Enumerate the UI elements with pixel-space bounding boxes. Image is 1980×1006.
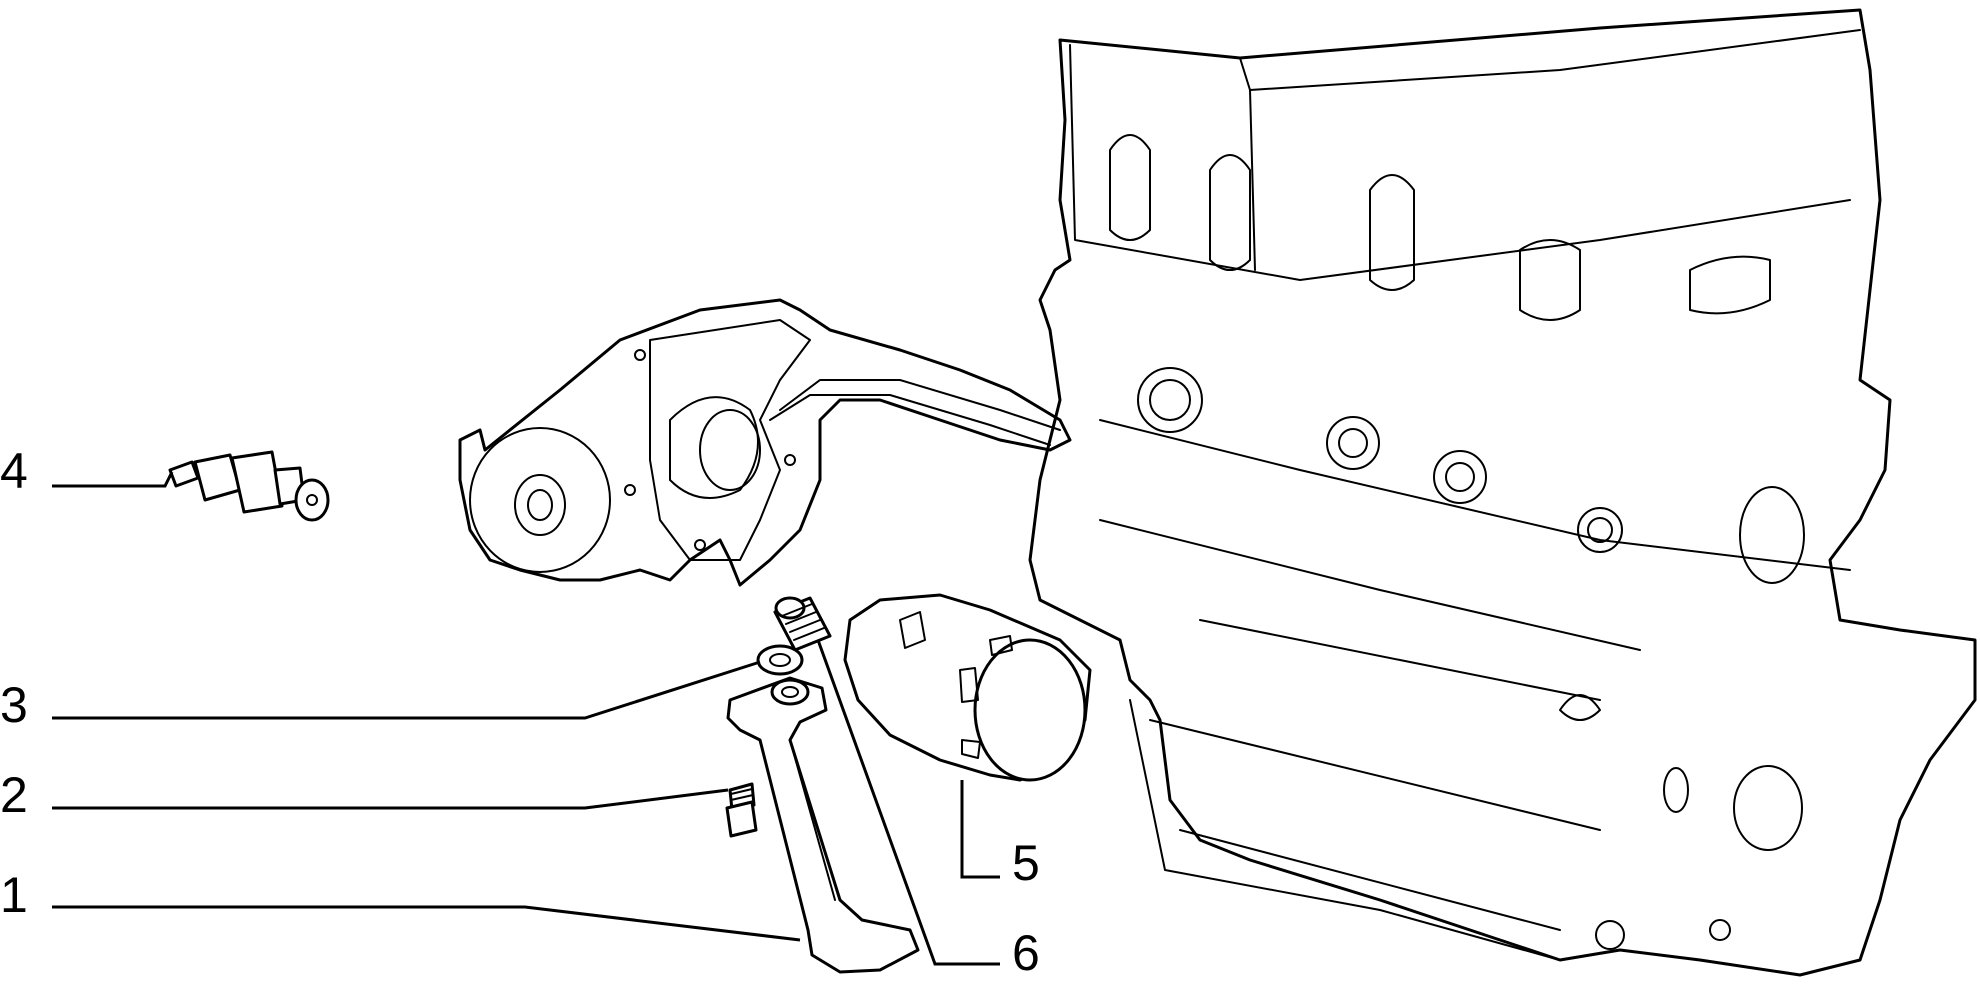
callout-1: 1 <box>0 867 28 923</box>
callout-numbers: 4 3 2 1 5 6 <box>0 443 1040 981</box>
callout-5: 5 <box>1012 835 1040 891</box>
oil-pump-pickup <box>726 676 920 974</box>
screw <box>725 782 758 838</box>
oil-pump-assembly <box>458 298 1072 587</box>
leader-lines <box>52 471 1000 966</box>
leader-line-4 <box>52 471 174 488</box>
callout-6: 6 <box>1012 925 1040 981</box>
leader-line-3 <box>52 660 761 720</box>
washer <box>756 644 804 676</box>
oil-pressure-switch <box>168 450 330 522</box>
engine-block <box>1028 8 1977 977</box>
leader-line-2 <box>52 788 729 810</box>
callout-4: 4 <box>0 443 28 499</box>
callout-2: 2 <box>0 767 28 823</box>
oil-filter <box>843 593 1092 782</box>
leader-line-1 <box>52 905 801 942</box>
leader-line-5 <box>960 780 1000 879</box>
filter-union <box>773 596 832 652</box>
leader-line-6 <box>816 639 1000 966</box>
callout-3: 3 <box>0 677 28 733</box>
